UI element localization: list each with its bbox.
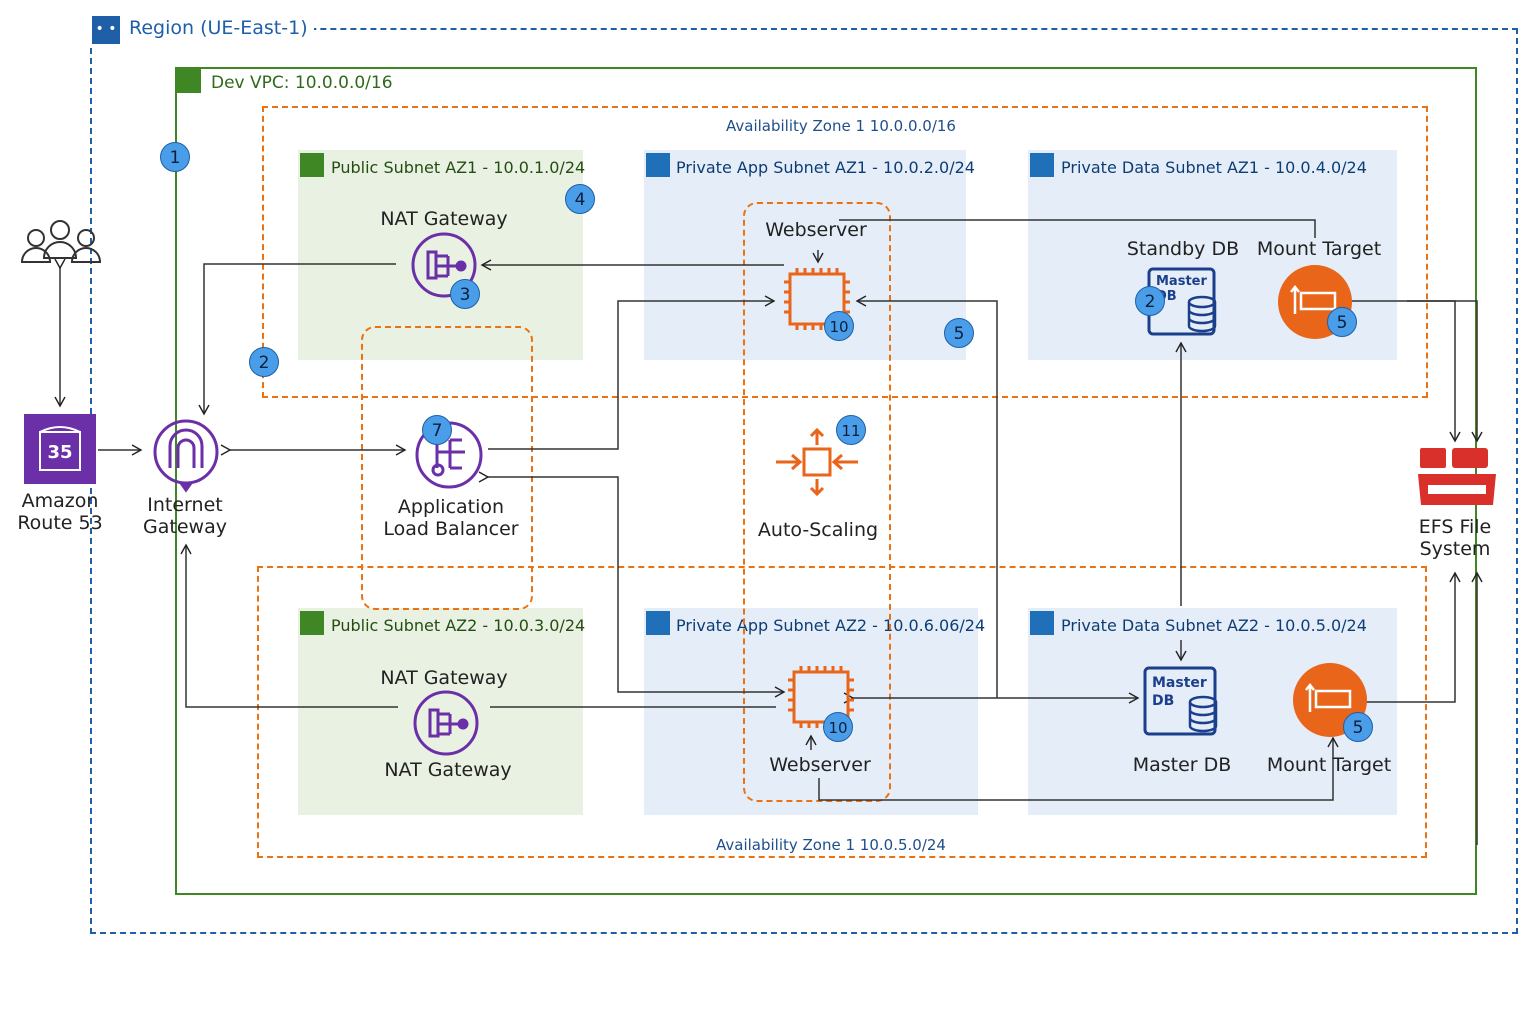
route53-label-line2: Route 53 (17, 512, 103, 534)
efs-label-line1: EFS File (1418, 516, 1492, 538)
step-badge: 1 (160, 142, 190, 172)
alb-web-az2-connector (478, 471, 786, 698)
master-db-icon (1143, 666, 1218, 736)
region-label-background (84, 12, 314, 46)
efs-label-line2: System (1419, 538, 1491, 560)
public-subnet-az1-label: Public Subnet AZ1 - 10.0.1.0/24 (331, 158, 586, 177)
step-badge: 5 (1343, 712, 1373, 742)
mount-target-az2-label: Mount Target (1266, 754, 1392, 776)
internet-gateway-icon (153, 419, 219, 493)
route53-label-line1: Amazon (21, 490, 99, 512)
efs-file-system-icon (1418, 448, 1496, 505)
standby-db-icon-line1: Master (1156, 274, 1207, 289)
route53-label: Amazon Route 53 (4, 490, 116, 534)
step-badge: 10 (823, 712, 853, 742)
availability-zone-1-label: Availability Zone 1 10.0.0.0/16 (726, 117, 956, 135)
standby-db-label: Standby DB (1126, 238, 1240, 260)
webserver-az1-chip-icon (784, 268, 850, 330)
region-label: Region (UE-East-1) (129, 17, 308, 39)
vpc-cloud-icon (175, 67, 201, 93)
master-db-icon-line2: DB (1152, 693, 1175, 709)
route53-icon-text: 35 (47, 442, 73, 463)
internet-gateway-label-line2: Gateway (143, 516, 227, 538)
nat-az2-igw-connector (180, 543, 398, 708)
nat-az1-igw-connector (198, 263, 396, 416)
step-badge: 3 (450, 279, 480, 309)
master-db-label: Master DB (1132, 754, 1232, 776)
mount-target-az1-label: Mount Target (1256, 238, 1382, 260)
master-db-icon-line1: Master (1152, 675, 1207, 691)
mount-az2-efs-connector (1366, 571, 1461, 703)
availability-zone-2-label: Availability Zone 1 10.0.5.0/24 (716, 836, 946, 854)
nat-gateway-az1-label: NAT Gateway (380, 208, 508, 230)
subnet-lock-icon (1030, 611, 1054, 635)
alb-web-az1-connector (488, 295, 776, 450)
trunk-web-az1-connector (855, 295, 998, 698)
master-db-icon-text: Master DB (1152, 674, 1207, 710)
step-badge: 11 (836, 415, 866, 445)
web-az2-mount-connector (818, 736, 1339, 801)
step-badge: 7 (422, 415, 452, 445)
region-flag-icon: • • (92, 16, 120, 44)
private-app-subnet-az1-label: Private App Subnet AZ1 - 10.0.2.0/24 (676, 158, 975, 177)
load-balancer-group-boundary (361, 326, 533, 610)
web-az1-mount-connector (839, 219, 1316, 238)
availability-zone-1-boundary (262, 106, 1428, 398)
alb-label-line1: Application (397, 496, 505, 518)
webserver-az1-label: Webserver (765, 219, 867, 241)
availability-zone-2-boundary (257, 566, 1427, 858)
mount-az1-efs-connector (1352, 300, 1461, 443)
private-data-subnet-az1-label: Private Data Subnet AZ1 - 10.0.4.0/24 (1061, 158, 1367, 177)
auto-scaling-label: Auto-Scaling (757, 519, 879, 541)
step-badge: 5 (1327, 307, 1357, 337)
auto-scaling-icon (776, 427, 858, 497)
users-icon (20, 220, 102, 263)
alb-label: Application Load Balancer (370, 496, 532, 540)
alb-label-line2: Load Balancer (383, 518, 519, 540)
nat-gateway-az2-sublabel: NAT Gateway (384, 759, 512, 781)
nat-gateway-az1-icon (411, 232, 477, 298)
subnet-lock-icon (300, 153, 324, 177)
private-data-subnet-az2-label: Private Data Subnet AZ2 - 10.0.5.0/24 (1061, 616, 1367, 635)
nat-gateway-az2-label: NAT Gateway (380, 667, 508, 689)
subnet-lock-icon (300, 611, 324, 635)
mount-az1-efs-connector-2 (1407, 300, 1483, 443)
step-badge: 2 (249, 347, 279, 377)
step-badge: 10 (824, 311, 854, 341)
webserver-az2-chip-icon (788, 666, 854, 728)
internet-gateway-label: Internet Gateway (126, 494, 244, 538)
step-badge: 2 (1135, 286, 1165, 316)
step-badge: 4 (565, 184, 595, 214)
internet-gateway-label-line1: Internet (147, 494, 223, 516)
subnet-lock-icon (1030, 153, 1054, 177)
efs-label: EFS File System (1405, 516, 1505, 560)
route53-icon (24, 414, 96, 484)
step-badge: 5 (944, 318, 974, 348)
subnet-lock-icon (646, 153, 670, 177)
nat-gateway-az2-icon (413, 690, 479, 756)
webserver-az2-label: Webserver (769, 754, 871, 776)
vpc-label: Dev VPC: 10.0.0.0/16 (211, 73, 393, 93)
